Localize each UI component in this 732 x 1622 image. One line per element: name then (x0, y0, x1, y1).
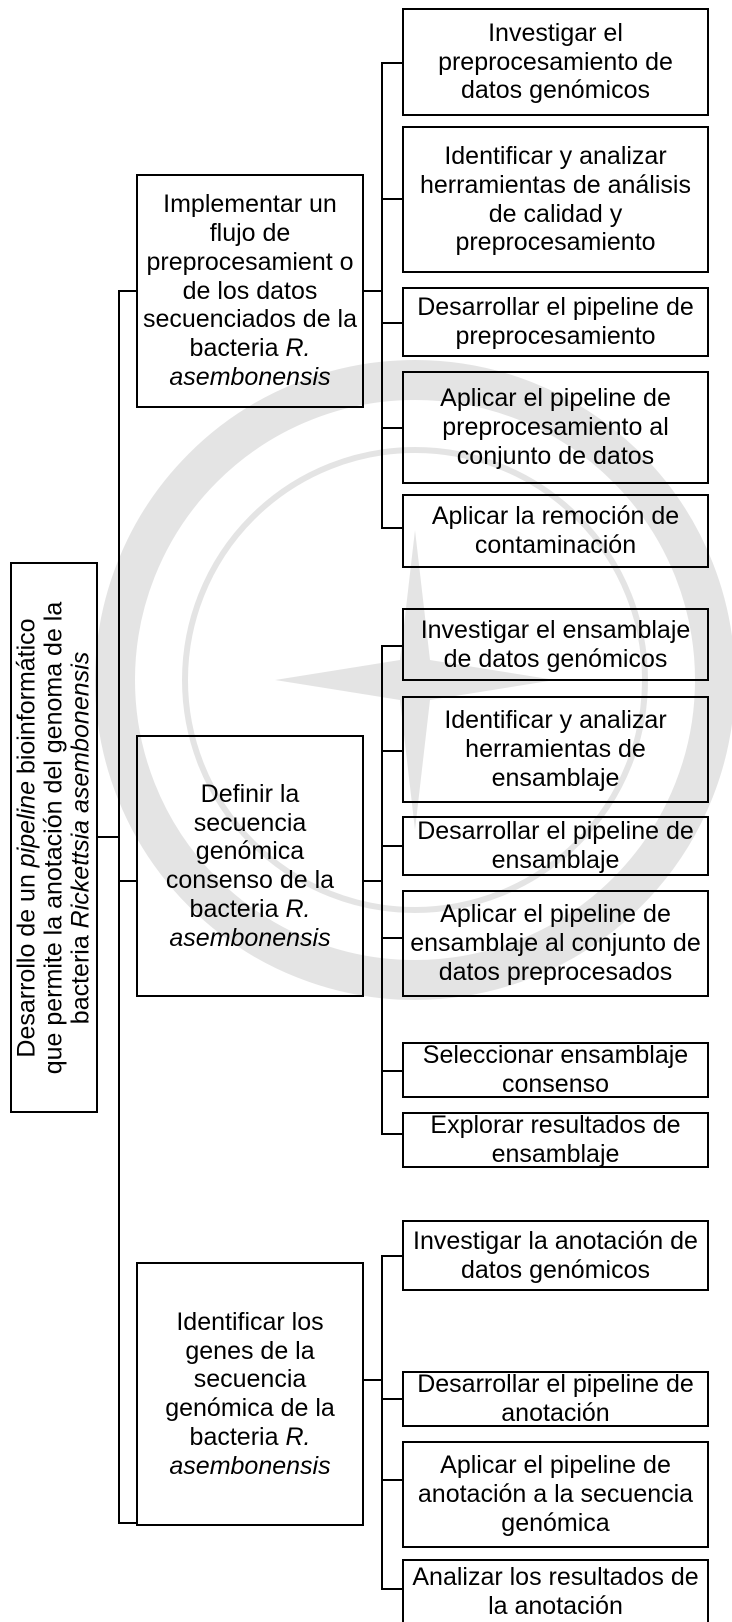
connector (381, 1588, 402, 1590)
connector (364, 1379, 382, 1381)
connector (381, 645, 383, 1133)
root-goal-box (10, 562, 98, 1113)
connector (381, 1398, 402, 1400)
task-box: Investigar el ensamblaje de datos genómi… (402, 608, 709, 681)
connector (381, 62, 402, 64)
connector (381, 62, 383, 528)
objective-box-2: Definir la secuencia genómica consenso d… (136, 735, 364, 997)
connector (364, 290, 382, 292)
connector (381, 1255, 402, 1257)
connector (381, 527, 402, 529)
task-box: Desarrollar el pipeline de anotación (402, 1370, 709, 1427)
task-box: Aplicar el pipeline de preprocesamiento … (402, 371, 709, 484)
task-box: Investigar la anotación de datos genómic… (402, 1220, 709, 1291)
connector (381, 198, 402, 200)
connector (381, 845, 402, 847)
connector (118, 290, 136, 292)
connector (381, 750, 402, 752)
connector (381, 1479, 402, 1481)
task-box: Analizar los resultados de la anotación (402, 1559, 709, 1622)
task-box: Aplicar el pipeline de ensamblaje al con… (402, 890, 709, 997)
task-box: Desarrollar el pipeline de preprocesamie… (402, 287, 709, 357)
task-box: Aplicar la remoción de contaminación (402, 494, 709, 568)
task-box: Desarrollar el pipeline de ensamblaje (402, 816, 709, 876)
root-goal-text: Desarrollo de un pipeline bioinformático… (12, 601, 95, 1075)
connector (98, 836, 119, 838)
connector (381, 322, 402, 324)
connector (381, 1133, 402, 1135)
connector (118, 880, 136, 882)
connector (381, 1070, 402, 1072)
connector (118, 290, 120, 1523)
connector (381, 427, 402, 429)
task-box: Aplicar el pipeline de anotación a la se… (402, 1441, 709, 1548)
objective-box-1: Implementar un flujo de preprocesamient … (136, 174, 364, 408)
connector (364, 880, 382, 882)
connector (381, 1255, 383, 1589)
task-box: Identificar y analizar herramientas de e… (402, 696, 709, 803)
task-box: Seleccionar ensamblaje consenso (402, 1041, 709, 1098)
objective-box-3: Identificar los genes de la secuencia ge… (136, 1262, 364, 1526)
task-box: Investigar el preprocesamiento de datos … (402, 8, 709, 116)
connector (381, 937, 402, 939)
task-box: Identificar y analizar herramientas de a… (402, 126, 709, 273)
connector (118, 1522, 136, 1524)
connector (381, 645, 402, 647)
task-box: Explorar resultados de ensamblaje (402, 1111, 709, 1168)
